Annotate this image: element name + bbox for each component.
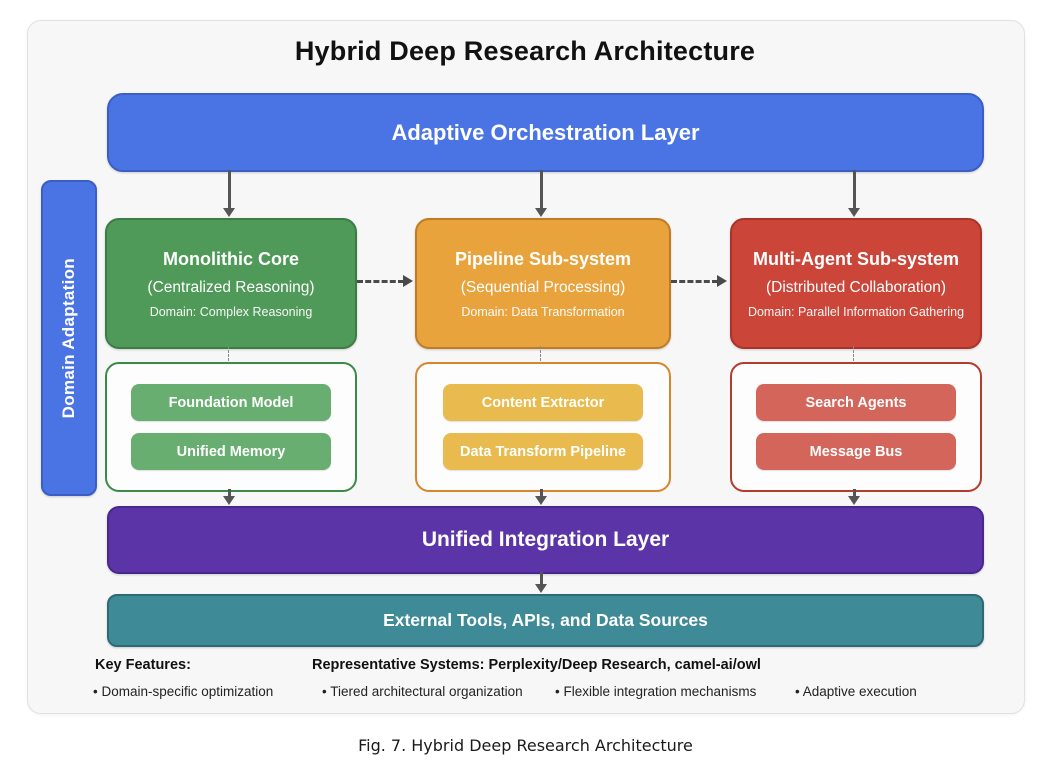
monolithic-components-group: Foundation Model Unified Memory xyxy=(105,362,357,492)
dashed-line xyxy=(357,280,404,283)
multiagent-subsystem-name: Multi-Agent Sub-system xyxy=(752,248,959,269)
arrow-multiagent-to-integration xyxy=(848,489,861,505)
arrow-head-icon xyxy=(848,208,860,217)
unified-memory-box: Unified Memory xyxy=(131,433,331,470)
monolithic-core-name: Monolithic Core xyxy=(163,248,299,269)
monolithic-core-domain: Domain: Complex Reasoning xyxy=(149,304,313,319)
dashed-connector-pipeline xyxy=(540,346,541,361)
search-agents-box: Search Agents xyxy=(756,384,956,421)
arrow-integration-to-external xyxy=(535,572,548,593)
multiagent-subsystem-domain: Domain: Parallel Information Gathering xyxy=(747,304,965,319)
arrow-orchestration-to-pipeline xyxy=(535,170,548,217)
unified-integration-layer: Unified Integration Layer xyxy=(107,506,984,574)
arrow-orchestration-to-monolithic xyxy=(223,170,236,217)
diagram-title: Hybrid Deep Research Architecture xyxy=(294,36,756,66)
dashed-arrow-monolithic-to-pipeline xyxy=(357,275,413,288)
monolithic-core-box: Monolithic Core (Centralized Reasoning) … xyxy=(105,218,357,349)
adaptive-orchestration-layer-label: Adaptive Orchestration Layer xyxy=(391,119,700,145)
bullet-flexible-integration-mechanisms: • Flexible integration mechanisms xyxy=(555,684,757,699)
bullet-tiered-architectural-organization: • Tiered architectural organization xyxy=(322,684,523,699)
bullet-domain-specific-optimization: • Domain-specific optimization xyxy=(93,684,274,699)
dashed-arrow-pipeline-to-multiagent xyxy=(671,275,727,288)
multiagent-subsystem-subtitle: (Distributed Collaboration) xyxy=(765,278,947,296)
domain-adaptation-label: Domain Adaptation xyxy=(59,257,78,419)
arrow-head-icon xyxy=(403,275,413,287)
arrow-shaft xyxy=(540,170,543,209)
pipeline-subsystem-subtitle: (Sequential Processing) xyxy=(460,278,626,296)
multiagent-subsystem-box: Multi-Agent Sub-system (Distributed Coll… xyxy=(730,218,982,349)
adaptive-orchestration-layer: Adaptive Orchestration Layer xyxy=(107,93,984,172)
data-transform-pipeline-box: Data Transform Pipeline xyxy=(443,433,643,470)
arrow-head-icon xyxy=(223,208,235,217)
pipeline-subsystem-domain: Domain: Data Transformation xyxy=(461,304,625,319)
arrow-head-icon xyxy=(535,208,547,217)
figure-caption: Fig. 7. Hybrid Deep Research Architectur… xyxy=(358,736,693,755)
pipeline-subsystem-name: Pipeline Sub-system xyxy=(454,248,632,269)
arrow-shaft xyxy=(540,489,543,497)
representative-systems-label: Representative Systems: Perplexity/Deep … xyxy=(312,657,761,673)
arrow-shaft xyxy=(853,170,856,209)
arrow-orchestration-to-multiagent xyxy=(848,170,861,217)
monolithic-core-subtitle: (Centralized Reasoning) xyxy=(147,278,315,296)
dashed-connector-monolithic xyxy=(228,346,229,361)
arrow-shaft xyxy=(540,572,543,585)
unified-integration-layer-label: Unified Integration Layer xyxy=(421,528,670,551)
external-tools-layer-label: External Tools, APIs, and Data Sources xyxy=(383,610,708,630)
message-bus-box: Message Bus xyxy=(756,433,956,470)
pipeline-subsystem-box: Pipeline Sub-system (Sequential Processi… xyxy=(415,218,671,349)
domain-adaptation-label-box: Domain Adaptation xyxy=(41,180,97,496)
key-features-label: Key Features: xyxy=(95,657,191,673)
arrow-head-icon xyxy=(535,496,547,505)
foundation-model-box: Foundation Model xyxy=(131,384,331,421)
arrow-monolithic-to-integration xyxy=(223,489,236,505)
arrow-head-icon xyxy=(717,275,727,287)
arrow-pipeline-to-integration xyxy=(535,489,548,505)
arrow-shaft xyxy=(228,489,231,497)
arrow-shaft xyxy=(228,170,231,209)
arrow-head-icon xyxy=(848,496,860,505)
external-tools-layer: External Tools, APIs, and Data Sources xyxy=(107,594,984,647)
bullet-adaptive-execution: • Adaptive execution xyxy=(795,684,917,699)
arrow-head-icon xyxy=(535,584,547,593)
multiagent-components-group: Search Agents Message Bus xyxy=(730,362,982,492)
content-extractor-box: Content Extractor xyxy=(443,384,643,421)
dashed-line xyxy=(671,280,718,283)
arrow-shaft xyxy=(853,489,856,497)
dashed-connector-multiagent xyxy=(853,346,854,361)
arrow-head-icon xyxy=(223,496,235,505)
pipeline-components-group: Content Extractor Data Transform Pipelin… xyxy=(415,362,671,492)
